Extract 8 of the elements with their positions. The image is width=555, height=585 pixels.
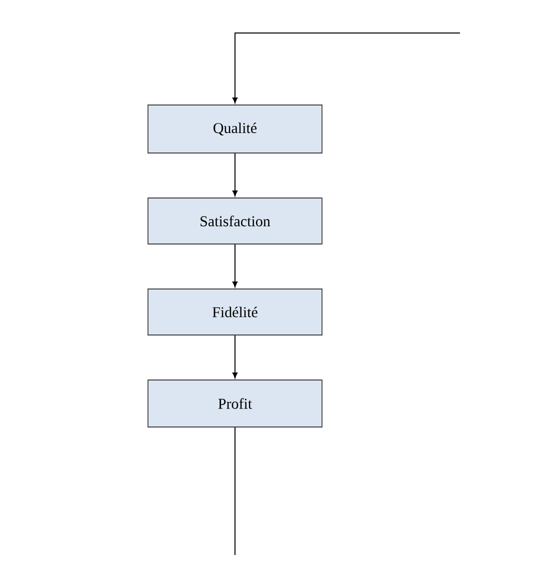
arrow: [232, 334, 238, 378]
arrow: [232, 244, 238, 288]
arrow: [232, 152, 238, 196]
process-box: Profit: [148, 380, 322, 428]
process-box: Qualité: [148, 104, 322, 154]
process-box: Satisfaction: [148, 198, 322, 244]
process-box: Fidélité: [148, 288, 322, 336]
arrow: [232, 32, 460, 104]
